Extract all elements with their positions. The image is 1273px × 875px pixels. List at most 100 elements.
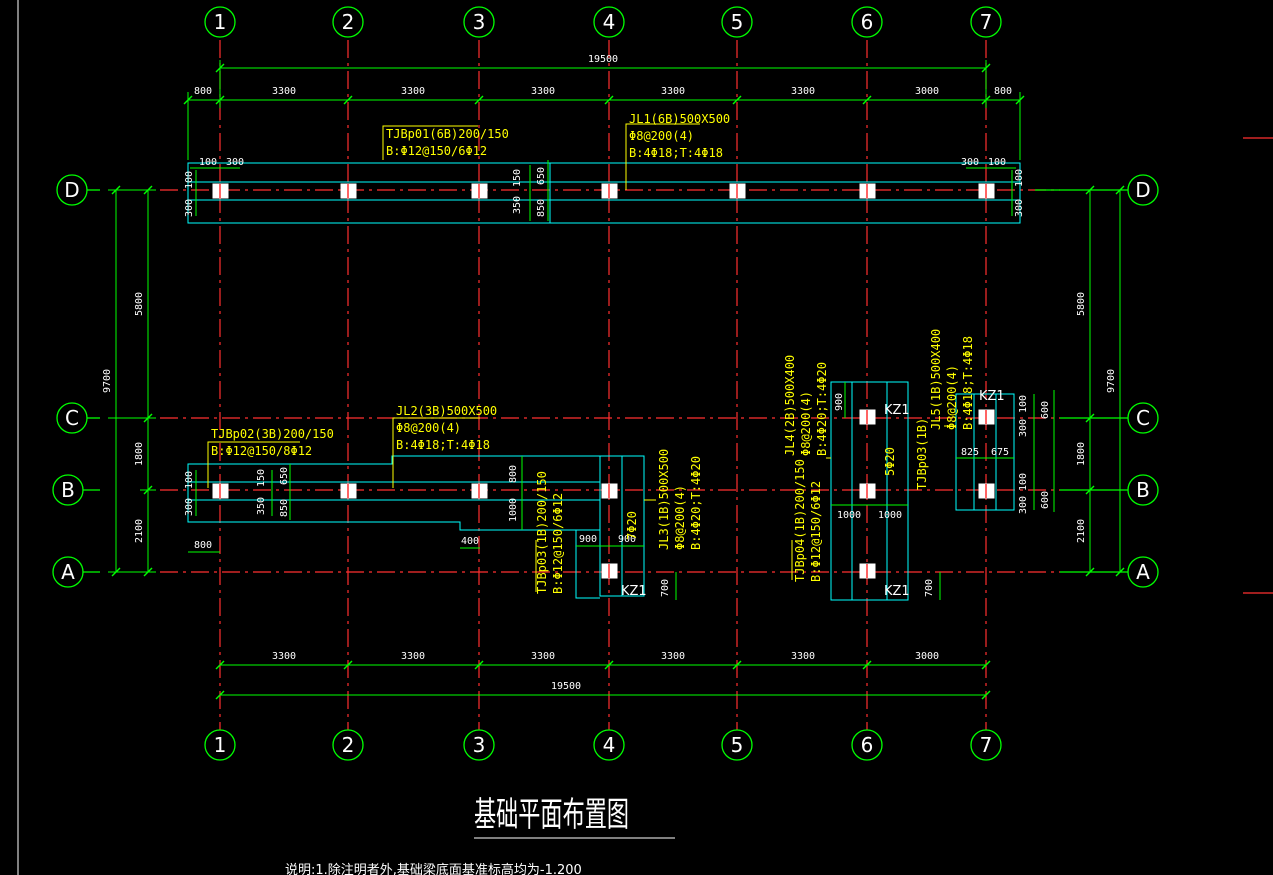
note-tjb02-line1: TJBp02(3B)200/150 (211, 427, 334, 441)
ld-text-jl5-675: 675 (991, 447, 1009, 458)
ld-text-d-100r: 100 (988, 157, 1006, 168)
dim-bottom-span-3: 3300 (661, 651, 685, 662)
note-tjb01-line2: B:Φ12@150/6Φ12 (386, 144, 487, 158)
ld-text-d-100: 100 (199, 157, 217, 168)
tick-right-2 (1115, 567, 1125, 577)
leader-jl2 (392, 417, 480, 488)
note-tjb03b: TJBp03(1B) (915, 418, 929, 490)
tick-left-1 (111, 185, 121, 195)
axis-label-left-d: D (64, 178, 79, 202)
dimension-texts: 19500 800 3300 3300 3300 3300 3300 3000 … (102, 54, 1117, 692)
ld-text-jl4-1000a: 1000 (837, 510, 861, 521)
ld-text-dm-850: 850 (536, 199, 547, 217)
dim-top-span-3: 3300 (531, 86, 555, 97)
dim-bottom-span-5: 3000 (915, 651, 939, 662)
local-dim-texts: 100 300 300 100 100 300 150 350 650 850 … (184, 157, 1051, 597)
axis-label-bottom-3: 3 (473, 733, 486, 757)
ld-text-jl3-900a: 900 (579, 534, 597, 545)
note-jl4-line3: B:4Φ20;T:4Φ20 (815, 362, 829, 456)
note-jl4-line1: JL4(2B)500X400 (783, 355, 797, 456)
axis-bubble-top-1 (204, 6, 236, 38)
axis-label-top-1: 1 (214, 10, 227, 34)
annotation-leaders (207, 123, 956, 592)
tick-left-5 (143, 485, 153, 495)
kz1-tag-c7: KZ1 (979, 389, 1005, 404)
dim-bottom-overall: 19500 (551, 681, 581, 692)
note-jl1-line3: B:4Φ18;T:4Φ18 (629, 146, 723, 160)
dim-top-span-2: 3300 (401, 86, 425, 97)
note-jl3-line3: B:4Φ20;T:4Φ20 (689, 456, 703, 550)
axis-bubble-bottom-6 (851, 729, 883, 761)
axis-labels-top: 1 2 3 4 5 6 7 (214, 10, 993, 34)
tick-bot-o1 (215, 690, 225, 700)
axis-label-right-b: B (1136, 478, 1150, 502)
dim-left-outer: 9700 (102, 369, 113, 393)
tick-span-2 (343, 95, 353, 105)
note-jl3-bar: 7Φ20 (625, 511, 639, 540)
tick-bot-6 (862, 660, 872, 670)
dim-right-span-1: 1800 (1076, 442, 1087, 466)
axis-bubble-top-2 (332, 6, 364, 38)
ld-text-jl4-700: 700 (924, 579, 935, 597)
ld-text-jl4-900: 900 (834, 393, 845, 411)
tick-span-4 (604, 95, 614, 105)
tick-bot-2 (343, 660, 353, 670)
dim-top-overall: 19500 (588, 54, 618, 65)
ld-text-b-1000: 1000 (508, 498, 519, 522)
tick-left-3 (143, 185, 153, 195)
dim-left-span-2: 2100 (134, 519, 145, 543)
jl5-box (955, 393, 1015, 511)
ld-text-jl5-300b: 300 (1018, 496, 1029, 514)
note-tjb04-line1: TJBp04(1B)200/150 (793, 459, 807, 582)
annotations: TJBp01(6B)200/150 B:Φ12@150/6Φ12 JL1(6B)… (211, 112, 975, 594)
ld-text-jl3-700: 700 (660, 579, 671, 597)
ld-text-b-150: 150 (256, 469, 267, 487)
axis-bubbles-bottom (204, 729, 1002, 761)
tick-span-0 (183, 95, 193, 105)
ld-text-jl5-300a: 300 (1018, 419, 1029, 437)
tick-bot-o2 (981, 690, 991, 700)
column-tags: KZ1 KZ1 KZ1 KZ1 (621, 389, 1005, 599)
note-jl3-line1: JL3(1B)500X500 (657, 449, 671, 550)
dim-left-span-1: 1800 (134, 442, 145, 466)
dimension-ticks (111, 63, 1125, 700)
dim-right-span-2: 2100 (1076, 519, 1087, 543)
note-jl5-line2: Φ8@200(4) (945, 365, 959, 430)
foundation-outlines (187, 162, 1021, 601)
axis-bubble-bottom-2 (332, 729, 364, 761)
axis-label-bottom-4: 4 (603, 733, 616, 757)
ld-text-dm-350: 350 (512, 196, 523, 214)
ld-text-jl5-600a: 600 (1040, 401, 1051, 419)
ld-text-jl5-100a: 100 (1018, 395, 1029, 413)
leader-tjb02 (207, 441, 300, 488)
kz1-tag-c6: KZ1 (884, 403, 910, 418)
tick-top-b (981, 63, 991, 73)
note-jl4-bar: 5Φ20 (883, 447, 897, 476)
tick-bot-3 (474, 660, 484, 670)
axis-bubble-bottom-5 (721, 729, 753, 761)
axis-bubble-top-5 (721, 6, 753, 38)
axis-bubble-top-3 (463, 6, 495, 38)
strip-d-outer (187, 162, 1021, 224)
tick-bot-4 (604, 660, 614, 670)
tick-span-8 (1015, 95, 1025, 105)
axis-labels-sides: D C B A D C B A (61, 178, 1151, 584)
grid-lines (160, 40, 1060, 730)
axis-label-right-c: C (1136, 406, 1150, 430)
axis-label-top-4: 4 (603, 10, 616, 34)
note-tjb04-line2: B:Φ12@150/6Φ12 (809, 481, 823, 582)
axis-label-left-a: A (61, 560, 75, 584)
note-jl5-line3: B:4Φ18;T:4Φ18 (961, 336, 975, 430)
ld-text-jl3-900b: 900 (618, 534, 636, 545)
axis-bubble-bottom-1 (204, 729, 236, 761)
axis-labels-bottom: 1 2 3 4 5 6 7 (214, 733, 993, 757)
ld-text-jl5-600b: 600 (1040, 491, 1051, 509)
axis-label-bottom-7: 7 (980, 733, 993, 757)
dimension-lines (108, 60, 1128, 696)
kz1-tag-a4: KZ1 (621, 584, 647, 599)
tick-left-4 (143, 413, 153, 423)
leader-jl1 (625, 123, 700, 190)
axis-label-top-3: 3 (473, 10, 486, 34)
jl4-box (830, 381, 909, 601)
